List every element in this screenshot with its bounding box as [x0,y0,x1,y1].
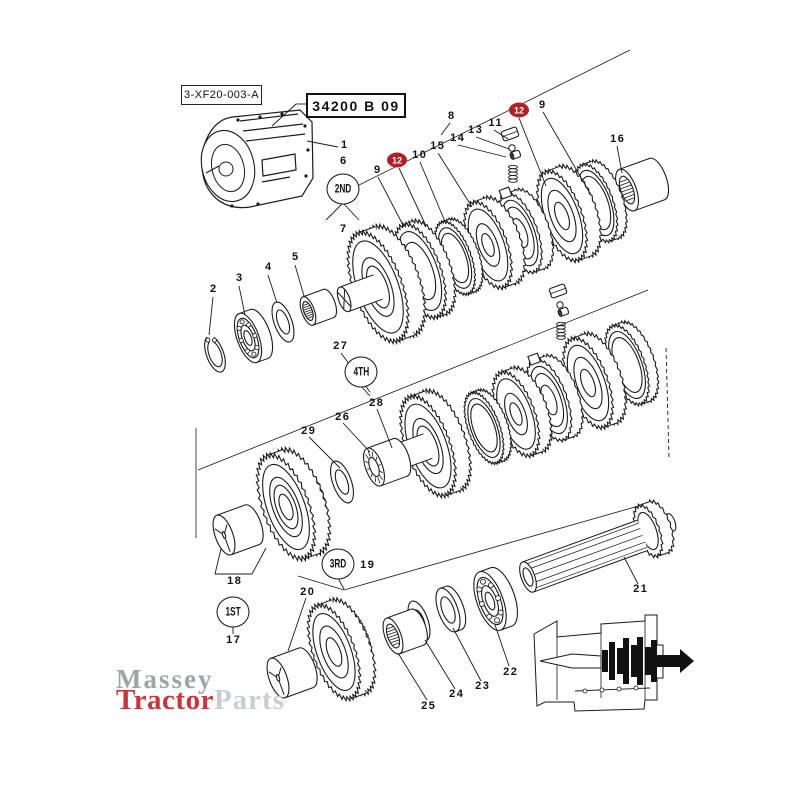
bushing-18 [212,504,264,556]
callout-23-26: 23 [475,680,491,692]
first-gear-illustration [255,445,332,563]
section-view-thumbnail [533,614,694,712]
washer-ring-illustration [329,460,355,504]
callout-22-25: 22 [503,666,519,678]
snap-ring-illustration [204,336,226,373]
callout-6-1: 6 [339,155,348,167]
callout-27-16: 27 [333,340,349,352]
callout-4-5: 4 [264,261,273,273]
detent-pin-illustration [509,149,521,160]
callout-19-22: 19 [360,559,376,571]
washer-ring-illustration [435,585,467,633]
washer-ring-illustration [271,301,295,343]
gear-illustration [561,330,628,432]
callout-7-2: 7 [339,223,348,235]
callout-17-21: 17 [226,634,242,646]
gearbox-housing-illustration [200,109,314,209]
drawing-code-box: 3-XF20-003-A [181,85,262,105]
detent-pin-illustration [557,306,569,317]
stage-oval-1st: 1ST [216,596,250,628]
callout-13-11: 13 [468,124,484,136]
callout-21-24: 21 [633,583,649,595]
detent-pawl-spring-illustration [548,283,568,340]
callout-16-15: 16 [610,133,626,145]
highlighted-part-badge-12[interactable]: 12 [387,152,407,168]
shaft-collar-gear [632,498,675,560]
callout-14-10: 14 [450,132,466,144]
callout-28-18: 28 [369,397,385,409]
bushing-17 [266,647,318,699]
drawing-code-label: 3-XF20-003-A [183,89,260,101]
callout-15-9: 15 [430,140,446,152]
stage-oval-4th-label: 4TH [353,366,369,378]
callout-9-7: 9 [373,164,382,176]
needle-bushing-25 [382,608,428,655]
assembly-code-box: 34200 B 09 [306,93,406,118]
highlighted-part-badge-12[interactable]: 12 [509,102,529,118]
gear-illustration [392,217,457,321]
callout-1-0: 1 [340,139,349,151]
callout-11-12: 11 [488,117,504,129]
needle-sleeve-16 [614,157,670,212]
assembly-code-label: 34200 B 09 [312,97,400,114]
third-gear-illustration [306,596,377,703]
callout-5-6: 5 [291,251,300,263]
callout-9-14: 9 [538,99,547,111]
badge-label: 12 [391,155,402,165]
splined-bushing-26-28 [363,437,412,487]
callout-29-19: 29 [301,425,317,437]
gear-illustration [491,364,553,460]
ring-gear-illustration [603,319,660,408]
callout-24-27: 24 [449,688,465,700]
ball-bearing-illustration [233,308,274,364]
callout-10-8: 10 [412,149,428,161]
output-shaft-21 [519,519,649,593]
stage-oval-4th: 4TH [344,356,378,388]
callout-3-4: 3 [235,272,244,284]
stage-oval-2nd: 2ND [326,173,360,205]
pilot-bushing-5 [299,288,338,326]
callout-18-20: 18 [227,575,243,587]
callout-25-28: 25 [421,700,437,712]
synchro-ring-illustration [433,216,484,297]
badge-label: 12 [513,105,524,115]
ball-bearing-illustration [473,566,519,632]
gear-illustration [462,194,527,292]
callout-2-3: 2 [209,283,218,295]
synchro-ring-illustration [463,387,513,466]
ring-gear-illustration [573,158,628,245]
synchro-hub-illustration [525,352,584,443]
callout-20-23: 20 [300,586,316,598]
splined-shaft-end-illustration [336,274,383,313]
stage-oval-2nd-label: 2ND [334,183,352,195]
stage-oval-1st-label: 1ST [225,606,241,618]
stage-oval-3rd: 3RD [321,548,355,580]
stage-oval-3rd-label: 3RD [329,558,347,570]
callout-26-17: 26 [335,411,351,423]
callout-8-13: 8 [447,110,456,122]
